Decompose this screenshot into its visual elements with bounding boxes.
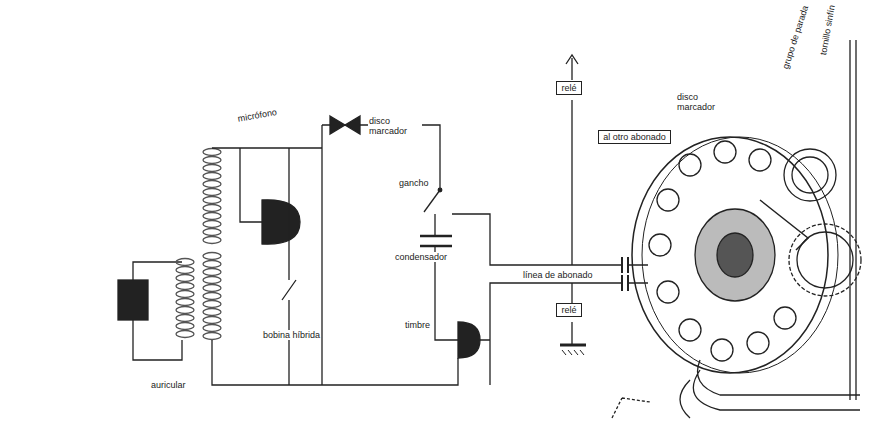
wire: [212, 318, 458, 385]
wire: [133, 262, 182, 360]
microphone-symbol: [262, 200, 300, 244]
wire: [240, 148, 262, 222]
part-label: disco marcador: [676, 92, 726, 113]
wire: [434, 214, 435, 318]
wire: [321, 125, 322, 148]
rotary-dial-illustration: [632, 40, 861, 418]
coil-symbol: [176, 259, 194, 338]
part-label: micrófono: [236, 107, 279, 124]
part-label: condensador: [394, 252, 448, 262]
capacitor-symbol: [420, 236, 452, 246]
switch-symbol: [612, 398, 650, 418]
part-label: timbre: [404, 320, 431, 330]
part-label: grupo de parada: [780, 3, 811, 71]
capacitor-symbol: [622, 257, 628, 291]
bell-symbol: [458, 322, 480, 358]
relay-box: al otro abonado: [598, 130, 671, 144]
node-label: relé: [561, 83, 577, 93]
ground-symbol: [560, 344, 586, 347]
part-label: tornillo sinfín: [818, 3, 837, 57]
node-label: al otro abonado: [603, 132, 666, 142]
hook-switch-symbol: [424, 190, 440, 212]
part-label: línea de abonado: [522, 270, 594, 280]
earphone-symbol: [118, 280, 148, 320]
arrow-symbol: [566, 55, 578, 80]
dial-contact-symbol: [330, 116, 360, 134]
part-label: gancho: [398, 178, 430, 188]
switch-symbol: [282, 148, 296, 385]
hybrid-coil-symbol: [203, 149, 221, 340]
relay-box: relé: [556, 81, 582, 95]
wire: [628, 265, 648, 283]
part-label: auricular: [150, 380, 187, 390]
part-label: bobina híbrida: [262, 330, 321, 340]
relay-box: relé: [556, 303, 582, 317]
wire: [452, 214, 622, 385]
part-label: disco marcador: [368, 116, 422, 137]
node-label: relé: [561, 305, 577, 315]
